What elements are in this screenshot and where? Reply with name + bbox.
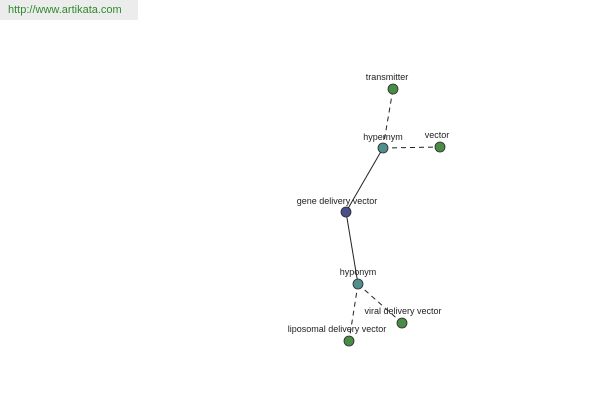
label-viral-delivery-vector[interactable]: viral delivery vector bbox=[364, 306, 441, 316]
node-liposomal-delivery-vector[interactable] bbox=[343, 335, 355, 347]
edge-gene-delivery-vector-to-hypernym bbox=[345, 147, 384, 213]
edges-layer bbox=[345, 88, 441, 342]
label-gene-delivery-vector[interactable]: gene delivery vector bbox=[297, 196, 378, 206]
nodes-layer bbox=[340, 83, 446, 347]
node-transmitter[interactable] bbox=[387, 83, 399, 95]
label-hyponym[interactable]: hyponym bbox=[340, 267, 377, 277]
node-hyponym[interactable] bbox=[352, 278, 364, 290]
edge-hypernym-to-transmitter bbox=[382, 88, 394, 149]
edge-hyponym-to-liposomal-delivery-vector bbox=[348, 283, 359, 342]
node-vector[interactable] bbox=[434, 141, 446, 153]
node-gene-delivery-vector[interactable] bbox=[340, 206, 352, 218]
node-viral-delivery-vector[interactable] bbox=[396, 317, 408, 329]
edge-hypernym-to-vector bbox=[382, 146, 441, 149]
edge-gene-delivery-vector-to-hyponym bbox=[345, 211, 359, 285]
label-vector[interactable]: vector bbox=[425, 130, 450, 140]
node-hypernym[interactable] bbox=[377, 142, 389, 154]
label-transmitter[interactable]: transmitter bbox=[366, 72, 409, 82]
label-liposomal-delivery-vector[interactable]: liposomal delivery vector bbox=[288, 324, 387, 334]
edge-hyponym-to-viral-delivery-vector bbox=[357, 283, 403, 324]
source-url-banner[interactable]: http://www.artikata.com bbox=[0, 0, 138, 20]
label-hypernym[interactable]: hypernym bbox=[363, 132, 403, 142]
labels-layer: gene delivery vector hypernym hyponym trans… bbox=[288, 72, 450, 334]
